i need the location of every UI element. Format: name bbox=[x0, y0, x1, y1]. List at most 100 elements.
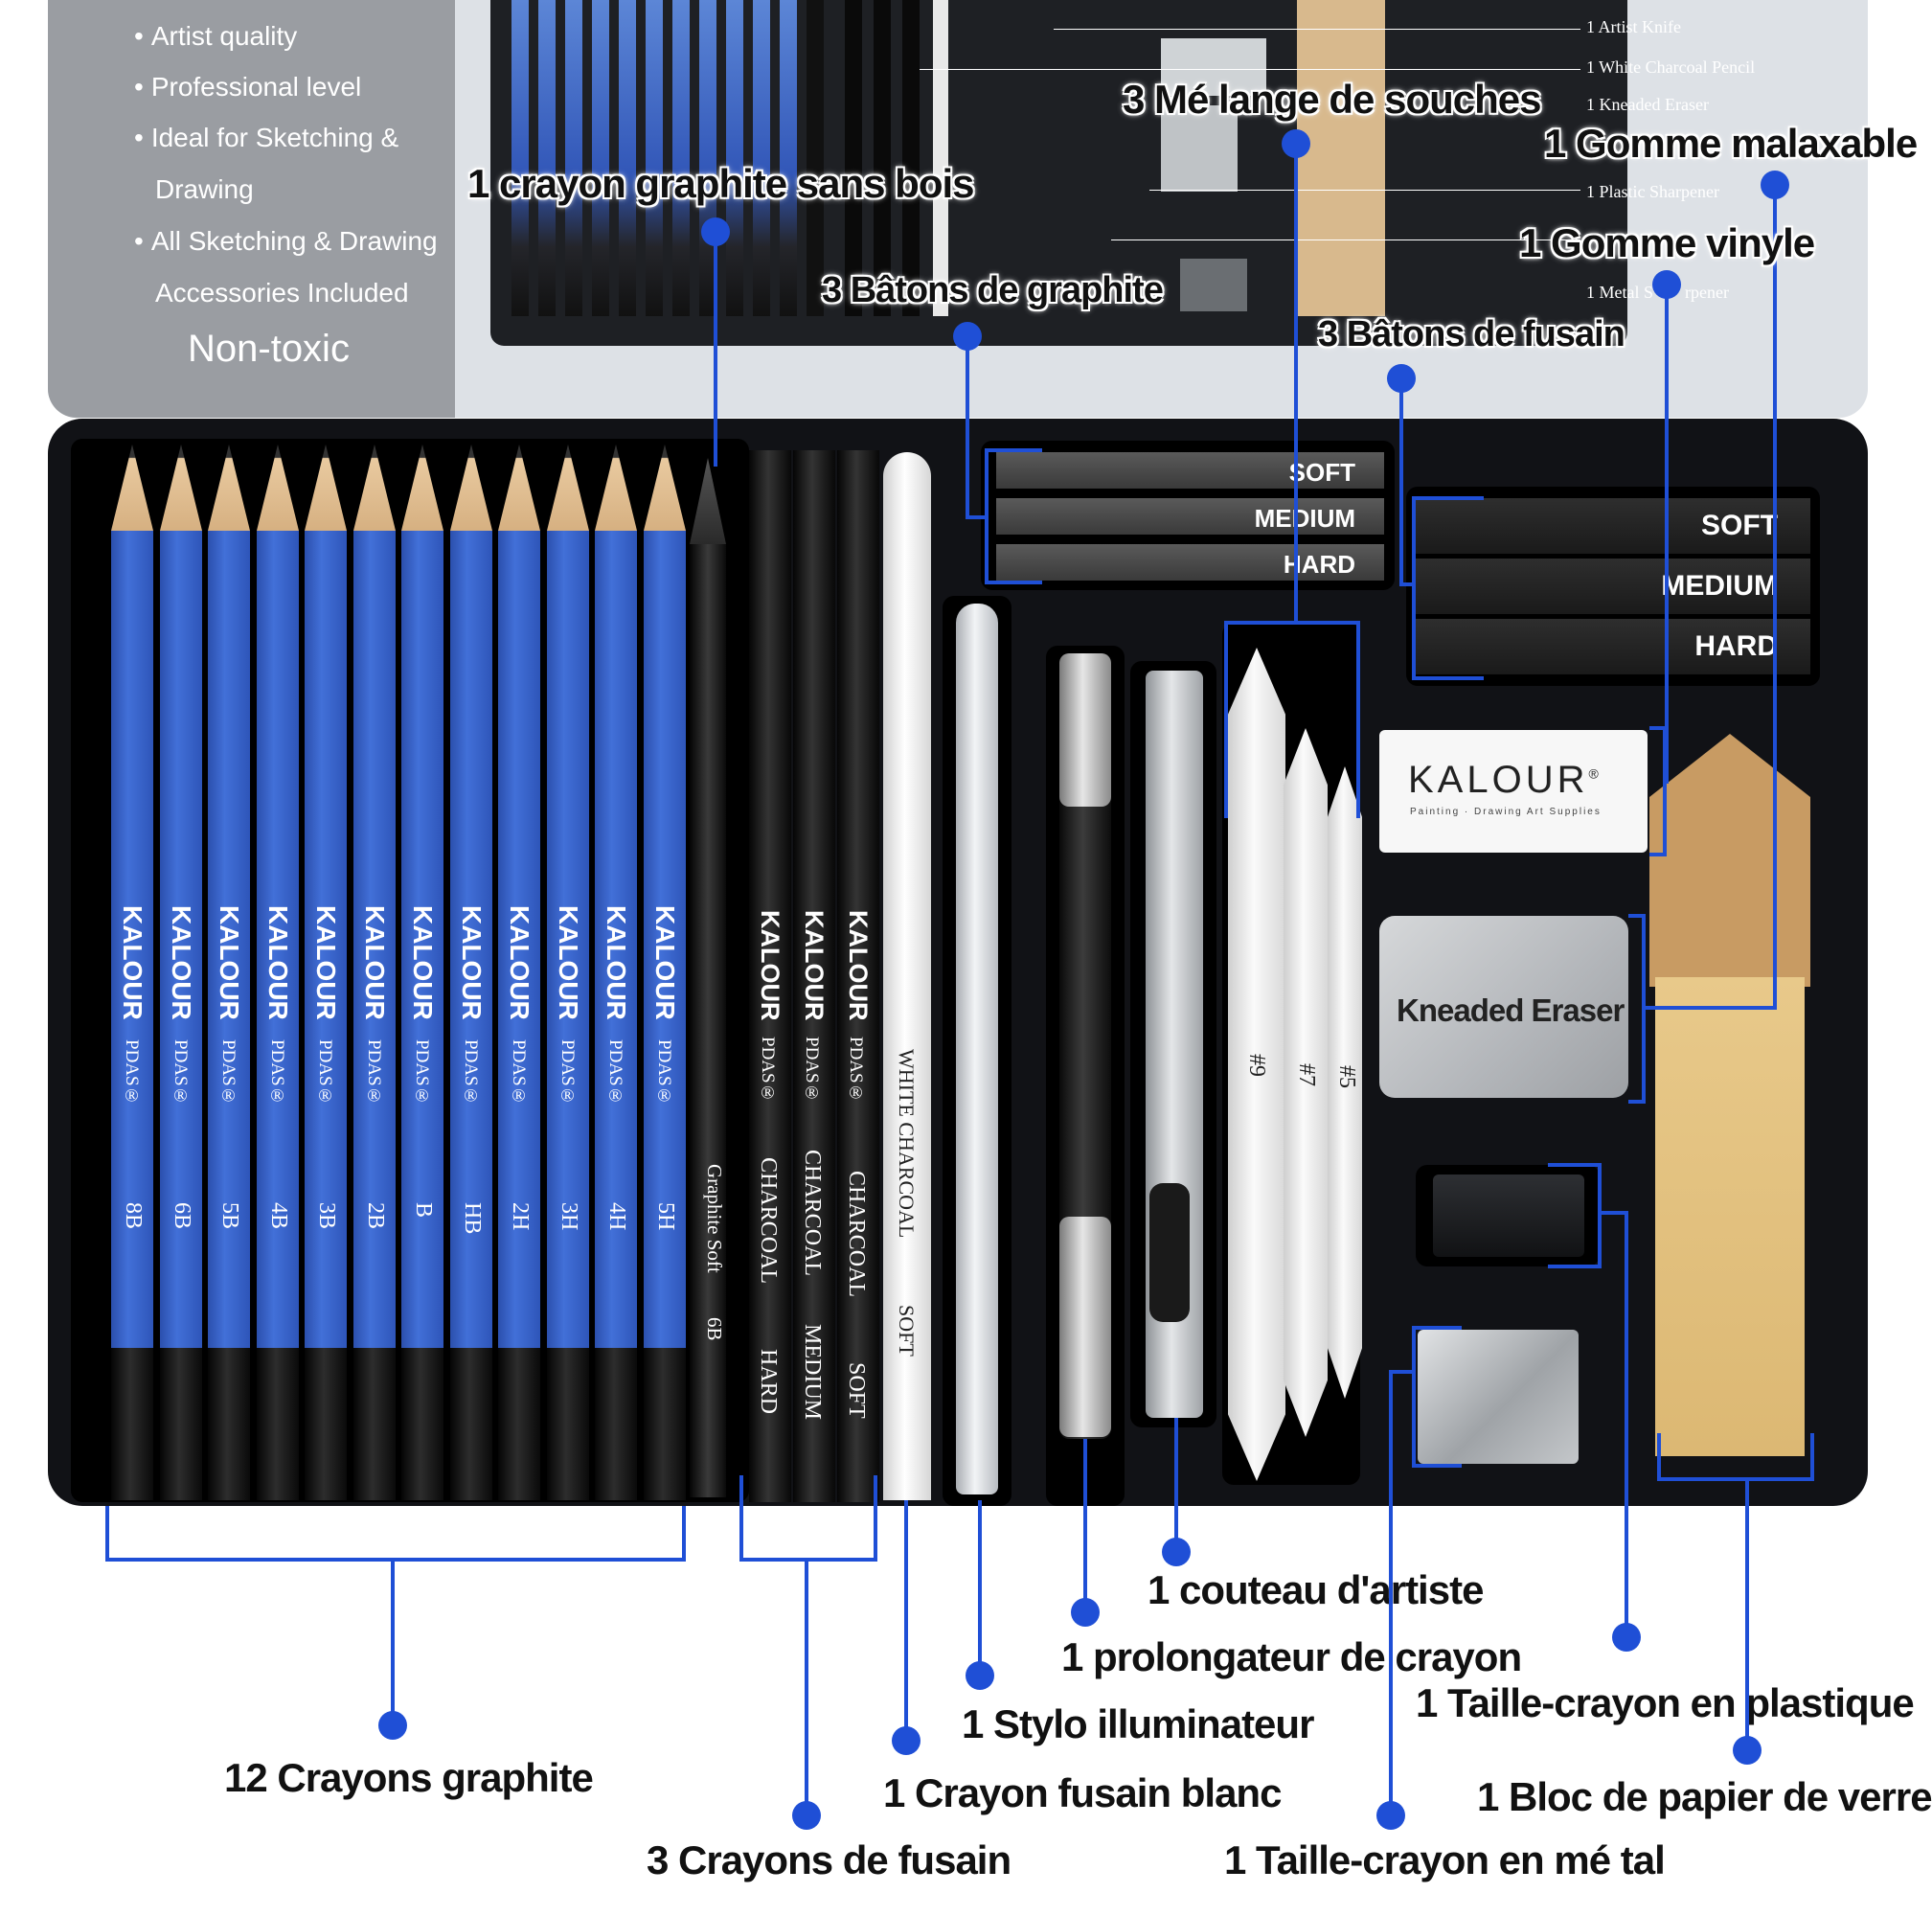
pencil-brand: KALOUR bbox=[457, 905, 487, 1020]
pencil-series: PDAS® bbox=[122, 1039, 142, 1106]
kneaded-eraser: Kneaded Eraser bbox=[1379, 916, 1628, 1098]
annotation-dot bbox=[1733, 1736, 1762, 1765]
stump-size: #7 bbox=[1294, 1063, 1319, 1086]
lid-pencil bbox=[807, 0, 824, 316]
extender-clamp bbox=[1059, 1217, 1111, 1437]
pencil-series: PDAS® bbox=[364, 1039, 384, 1106]
charcoal-pencil-type: CHARCOAL bbox=[756, 1157, 781, 1285]
pencil-grade: 6B bbox=[170, 1202, 194, 1230]
sandpaper-paddle bbox=[1649, 833, 1810, 987]
charcoal-pencil-grade: HARD bbox=[756, 1349, 781, 1415]
pencil-series: PDAS® bbox=[412, 1039, 432, 1106]
annotation-dot bbox=[892, 1726, 921, 1755]
label-sandpaper: 1 Bloc de papier de verre bbox=[1477, 1774, 1932, 1819]
pencil-brand: KALOUR bbox=[263, 905, 293, 1020]
lid-bullet: Drawing bbox=[155, 174, 254, 204]
graphite-stick: HARD bbox=[996, 544, 1384, 581]
lid-pencil bbox=[753, 0, 770, 316]
lid-pencil bbox=[902, 0, 920, 316]
charcoal-pencil bbox=[793, 450, 835, 1502]
annotation-line bbox=[1389, 1370, 1414, 1374]
charcoal-pencil-grade: MEDIUM bbox=[800, 1324, 825, 1420]
lid-window bbox=[490, 0, 1627, 346]
stump-size: #9 bbox=[1244, 1054, 1269, 1077]
graphite-stick-grade: SOFT bbox=[1288, 458, 1355, 487]
knife-slider bbox=[1149, 1183, 1190, 1322]
charcoal-pencil-series: PDAS® bbox=[846, 1037, 866, 1104]
graphite-pencil bbox=[208, 445, 250, 1500]
charcoal-pencil-series: PDAS® bbox=[802, 1037, 822, 1104]
graphite-pencil bbox=[160, 445, 202, 1500]
annotation-line bbox=[1389, 1370, 1393, 1811]
pencil-series: PDAS® bbox=[461, 1039, 481, 1106]
lid-eraser bbox=[1161, 105, 1238, 192]
pencil-grade: 5H bbox=[653, 1202, 678, 1231]
lid-inventory-item: rpener bbox=[1685, 283, 1729, 302]
annotation-line bbox=[1773, 184, 1777, 1008]
pencil-series: PDAS® bbox=[654, 1039, 674, 1106]
extender-clamp bbox=[1059, 653, 1111, 807]
lid-pencil bbox=[672, 0, 690, 316]
graphite-pencil bbox=[257, 445, 299, 1500]
annotation-bracket bbox=[1224, 621, 1360, 818]
pencil-brand: KALOUR bbox=[505, 905, 534, 1020]
annotation-dot bbox=[792, 1801, 821, 1830]
woodless-graphite-pencil bbox=[690, 458, 726, 1497]
lid-pencil bbox=[845, 0, 862, 316]
annotation-dot bbox=[1376, 1801, 1405, 1830]
blending-stump bbox=[1284, 728, 1328, 1437]
lid-pencil bbox=[511, 0, 529, 316]
annotation-dot bbox=[1071, 1598, 1100, 1627]
graphite-stick: SOFT bbox=[996, 452, 1384, 489]
lid-pencil bbox=[565, 0, 582, 316]
highlighter-pen bbox=[956, 604, 998, 1494]
graphite-stick: MEDIUM bbox=[996, 498, 1384, 535]
annotation-line bbox=[1083, 1439, 1087, 1611]
label-graphite-pencils: 12 Crayons graphite bbox=[224, 1755, 594, 1800]
woodless-label: Graphite Soft bbox=[703, 1164, 726, 1273]
lid-pencil bbox=[619, 0, 636, 316]
pencil-series: PDAS® bbox=[315, 1039, 335, 1106]
annotation-line bbox=[966, 515, 985, 519]
charcoal-pencil-brand: KALOUR bbox=[756, 910, 784, 1021]
graphite-pencil bbox=[644, 445, 686, 1500]
graphite-pencil bbox=[498, 445, 540, 1500]
pencil-grade: 2B bbox=[363, 1202, 388, 1230]
label-graphite-sticks: 3 Bâtons de graphite bbox=[822, 270, 1164, 310]
label-white-charcoal: 1 Crayon fusain blanc bbox=[883, 1770, 1282, 1815]
white-charcoal-grade: SOFT bbox=[895, 1305, 919, 1357]
vinyl-eraser: KALOUR® Painting · Drawing Art Supplies bbox=[1379, 730, 1648, 853]
pencil-series: PDAS® bbox=[267, 1039, 287, 1106]
annotation-line bbox=[904, 1500, 908, 1738]
pencil-grade: 4H bbox=[604, 1202, 629, 1231]
white-charcoal-label: WHITE CHARCOAL bbox=[895, 1049, 919, 1239]
annotation-bracket bbox=[1657, 1433, 1814, 1481]
pencil-brand: KALOUR bbox=[554, 905, 583, 1020]
pencil-grade: 3B bbox=[314, 1202, 339, 1230]
kneaded-eraser-label: Kneaded Eraser bbox=[1397, 992, 1625, 1028]
annotation-line bbox=[1399, 377, 1403, 586]
label-stumps: 3 Mé lange de souches bbox=[1123, 77, 1541, 122]
annotation-bracket bbox=[1649, 726, 1667, 856]
lid-pencil bbox=[933, 0, 948, 316]
pencil-grade: 8B bbox=[121, 1202, 146, 1230]
label-charcoal-sticks: 3 Bâtons de fusain bbox=[1318, 314, 1625, 354]
charcoal-stick: MEDIUM bbox=[1416, 559, 1810, 614]
annotation-line bbox=[1294, 144, 1298, 623]
charcoal-stick-grade: HARD bbox=[1694, 630, 1778, 662]
charcoal-pencil-brand: KALOUR bbox=[844, 910, 873, 1021]
lid-inventory-item: 1 Metal S bbox=[1586, 283, 1653, 302]
lid-bullet: All Sketching & Drawing bbox=[134, 226, 438, 257]
charcoal-stick: SOFT bbox=[1416, 498, 1810, 554]
label-kneaded-eraser: 1 Gomme malaxable bbox=[1544, 121, 1918, 166]
graphite-pencil bbox=[450, 445, 492, 1500]
pencil-brand: KALOUR bbox=[118, 905, 148, 1020]
annotation-line bbox=[1745, 1481, 1749, 1747]
annotation-line bbox=[1625, 1211, 1628, 1632]
eraser-tagline: Painting · Drawing Art Supplies bbox=[1410, 807, 1602, 817]
label-charcoal-pencils: 3 Crayons de fusain bbox=[647, 1837, 1011, 1882]
lid-bullet: Artist quality bbox=[134, 21, 298, 52]
pencil-brand: KALOUR bbox=[360, 905, 390, 1020]
pencil-series: PDAS® bbox=[605, 1039, 625, 1106]
lid-tag-line bbox=[1149, 190, 1580, 191]
